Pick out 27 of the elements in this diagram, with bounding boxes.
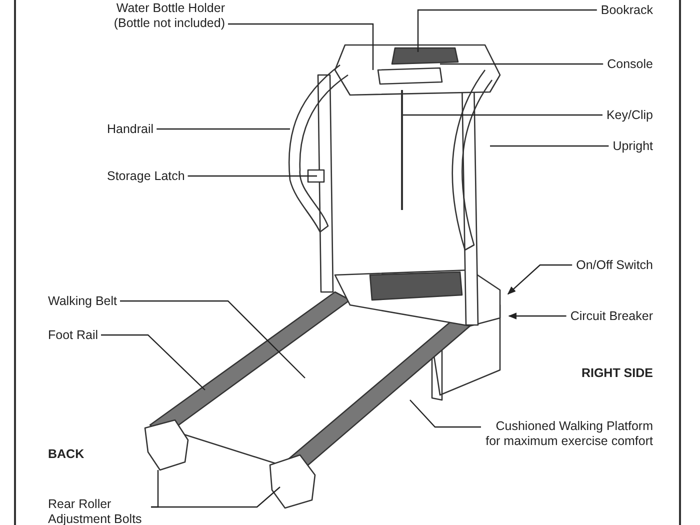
leader-line bbox=[188, 175, 317, 177]
view-label: RIGHT SIDE bbox=[581, 366, 653, 381]
part-label: Water Bottle Holder (Bottle not included) bbox=[100, 1, 225, 31]
part-label: Bookrack bbox=[600, 3, 653, 18]
view-label: BACK bbox=[48, 447, 84, 462]
part-label: Foot Rail bbox=[48, 328, 98, 343]
part-label: Console bbox=[607, 57, 653, 72]
part-label: Key/Clip bbox=[606, 108, 653, 123]
leader-line bbox=[508, 312, 566, 320]
leader-line bbox=[417, 9, 597, 52]
part-label: On/Off Switch bbox=[576, 258, 653, 273]
leader-line bbox=[403, 114, 602, 116]
part-label: Walking Belt bbox=[48, 294, 118, 309]
leader-line bbox=[120, 300, 306, 378]
leader-line bbox=[156, 128, 290, 130]
part-label: Handrail bbox=[107, 122, 154, 137]
leader-line bbox=[228, 23, 374, 70]
leader-line bbox=[490, 145, 609, 147]
leader-line bbox=[410, 400, 481, 428]
part-label: Cushioned Walking Platform for maximum exercise comfort bbox=[485, 419, 653, 449]
part-label: Storage Latch bbox=[107, 169, 185, 184]
leader-line bbox=[151, 470, 159, 508]
leader-line bbox=[101, 334, 206, 390]
leader-line bbox=[440, 63, 604, 65]
leader-line bbox=[507, 264, 572, 295]
part-label: Upright bbox=[612, 139, 653, 154]
part-label: Circuit Breaker bbox=[570, 309, 653, 324]
